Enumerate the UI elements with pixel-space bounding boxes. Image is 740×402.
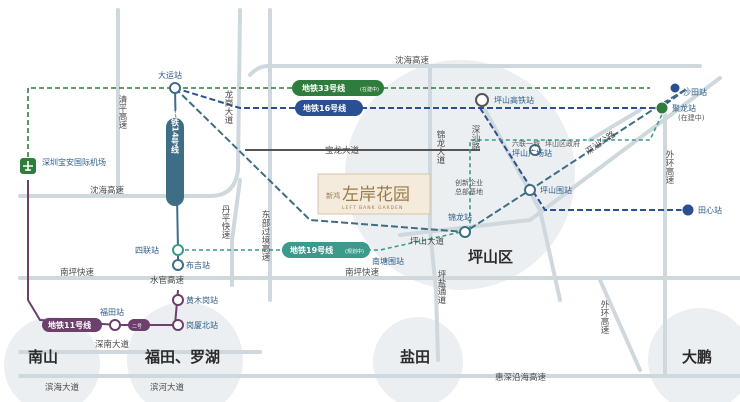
road-binhe: 滨河大道 — [150, 382, 185, 393]
road-danping: 丹平快速 — [220, 205, 230, 240]
station-buji-marker[interactable] — [172, 259, 184, 271]
label-pingshan-wei: 坪山围站 — [540, 185, 572, 195]
nanshan-district-circle — [4, 317, 100, 402]
label-huangmugang: 黄木岗站 — [186, 295, 218, 305]
station-tianxin-marker[interactable] — [681, 203, 695, 217]
road-binhai: 滨海大道 — [45, 382, 80, 393]
station-huangmugang-marker[interactable] — [172, 294, 184, 306]
line2-badge: 二号 — [128, 319, 150, 331]
project-prefix: 新鸿 — [326, 191, 340, 200]
project-card[interactable]: 新鸿 左岸花园 LEFT BANK GARDEN — [317, 173, 431, 215]
line11-label: 地铁11号线 — [48, 320, 91, 330]
line14-label: 地铁14号线 — [171, 109, 180, 154]
line16-to-tianxin — [479, 107, 688, 211]
label-pingshan-square: 坪山广场站 — [512, 148, 552, 158]
label-nanbuwei: 南塘围站 — [372, 256, 404, 266]
station-markers — [109, 82, 695, 331]
project-sub: LEFT BANK GARDEN — [342, 205, 403, 211]
label-dayun: 大运站 — [158, 70, 182, 80]
line19-badge: 地铁19号线 (规划中) — [282, 242, 370, 258]
road-pingshan: 坪山大道 — [410, 236, 445, 247]
label-tianxin: 田心站 — [698, 205, 722, 215]
line14-badge: 地铁14号线 — [166, 109, 184, 206]
label-julong-note: (在建中) — [678, 113, 705, 122]
label-gangxiabei: 岗厦北站 — [186, 320, 218, 330]
road-waihuan-right: 外环高速 — [664, 149, 674, 185]
station-pingshan-wei-marker[interactable] — [524, 184, 536, 196]
line33-badge: 地铁33号线 (在建中) — [292, 80, 384, 96]
road-nanping-left: 南坪快速 — [60, 267, 95, 278]
district-pingshan: 坪山区 — [468, 248, 513, 266]
label-airport: 深圳宝安国际机场 — [42, 157, 106, 167]
station-julong-marker[interactable] — [655, 101, 669, 115]
line19-note: (规划中) — [345, 248, 364, 255]
label-jinlong: 锦龙站 — [448, 212, 472, 222]
station-dayun-marker[interactable] — [169, 82, 181, 94]
station-jinlong-marker[interactable] — [459, 226, 471, 238]
label-julong: 聚龙站 — [672, 103, 696, 113]
road-waihuan-low: 外环高速 — [599, 299, 609, 335]
road-nanping-mid: 南坪快速 — [345, 267, 380, 278]
label-shatian: 沙田站 — [683, 87, 707, 97]
line33-path — [27, 87, 650, 165]
road-jinlong: 锦龙大道 — [435, 129, 445, 165]
line16-label: 地铁16号线 — [303, 103, 346, 113]
station-futian-marker[interactable] — [109, 319, 121, 331]
station-gangxiabei-marker[interactable] — [172, 319, 184, 331]
label-silian: 四联站 — [135, 245, 159, 255]
road-longgang: 龙岗大道 — [223, 89, 233, 125]
line11-badge: 地铁11号线 — [42, 318, 102, 332]
station-pingshan-hsr-marker[interactable] — [475, 93, 489, 107]
line2-label: 二号 — [132, 324, 142, 330]
road-shennan: 深南大道 — [95, 339, 130, 350]
road-dongbu: 东部过境高速 — [260, 209, 270, 261]
poi-2: 坪山区政府 — [545, 139, 580, 148]
line16-badge: 地铁16号线 — [295, 100, 363, 116]
road-shenhai-left: 沈海高速 — [90, 185, 125, 196]
project-name: 左岸花园 — [342, 185, 410, 205]
district-yantian: 盐田 — [400, 348, 430, 366]
line33-label: 地铁33号线 — [302, 83, 345, 93]
road-qingping: 清平高速 — [117, 94, 127, 130]
poi-3: 创新企业 — [455, 178, 483, 187]
road-shuiguan: 水官高速 — [150, 275, 185, 286]
yantian-district-circle — [373, 317, 463, 402]
district-futian-luohu: 福田、罗湖 — [144, 348, 220, 366]
road-shenshan: 深汕路 — [470, 125, 480, 151]
airport-icon — [20, 158, 36, 174]
road-huishen: 惠深沿海高速 — [495, 372, 547, 383]
district-dapeng: 大鹏 — [682, 348, 712, 366]
station-pingshan-square-marker[interactable] — [529, 144, 541, 156]
road-baolong: 宝龙大道 — [325, 145, 360, 156]
pingshan-district-circle — [345, 60, 575, 290]
road-shenhai-top: 沈海高速 — [395, 55, 430, 66]
label-buji: 布吉站 — [186, 260, 210, 270]
line19-label: 地铁19号线 — [290, 245, 333, 255]
label-futian: 福田站 — [100, 307, 124, 317]
station-silian-marker[interactable] — [172, 244, 184, 256]
poi-4: 总部基地 — [455, 187, 483, 196]
poi-1: 六联一城 — [512, 139, 540, 148]
road-pingyan: 坪盐通道 — [436, 270, 446, 305]
district-nanshan: 南山 — [28, 348, 58, 366]
dapeng-district-circle — [648, 308, 740, 402]
station-shatian-marker[interactable] — [669, 82, 681, 94]
line33-note: (在建中) — [360, 86, 379, 93]
label-pingshan-hsr: 坪山高铁站 — [494, 95, 534, 105]
